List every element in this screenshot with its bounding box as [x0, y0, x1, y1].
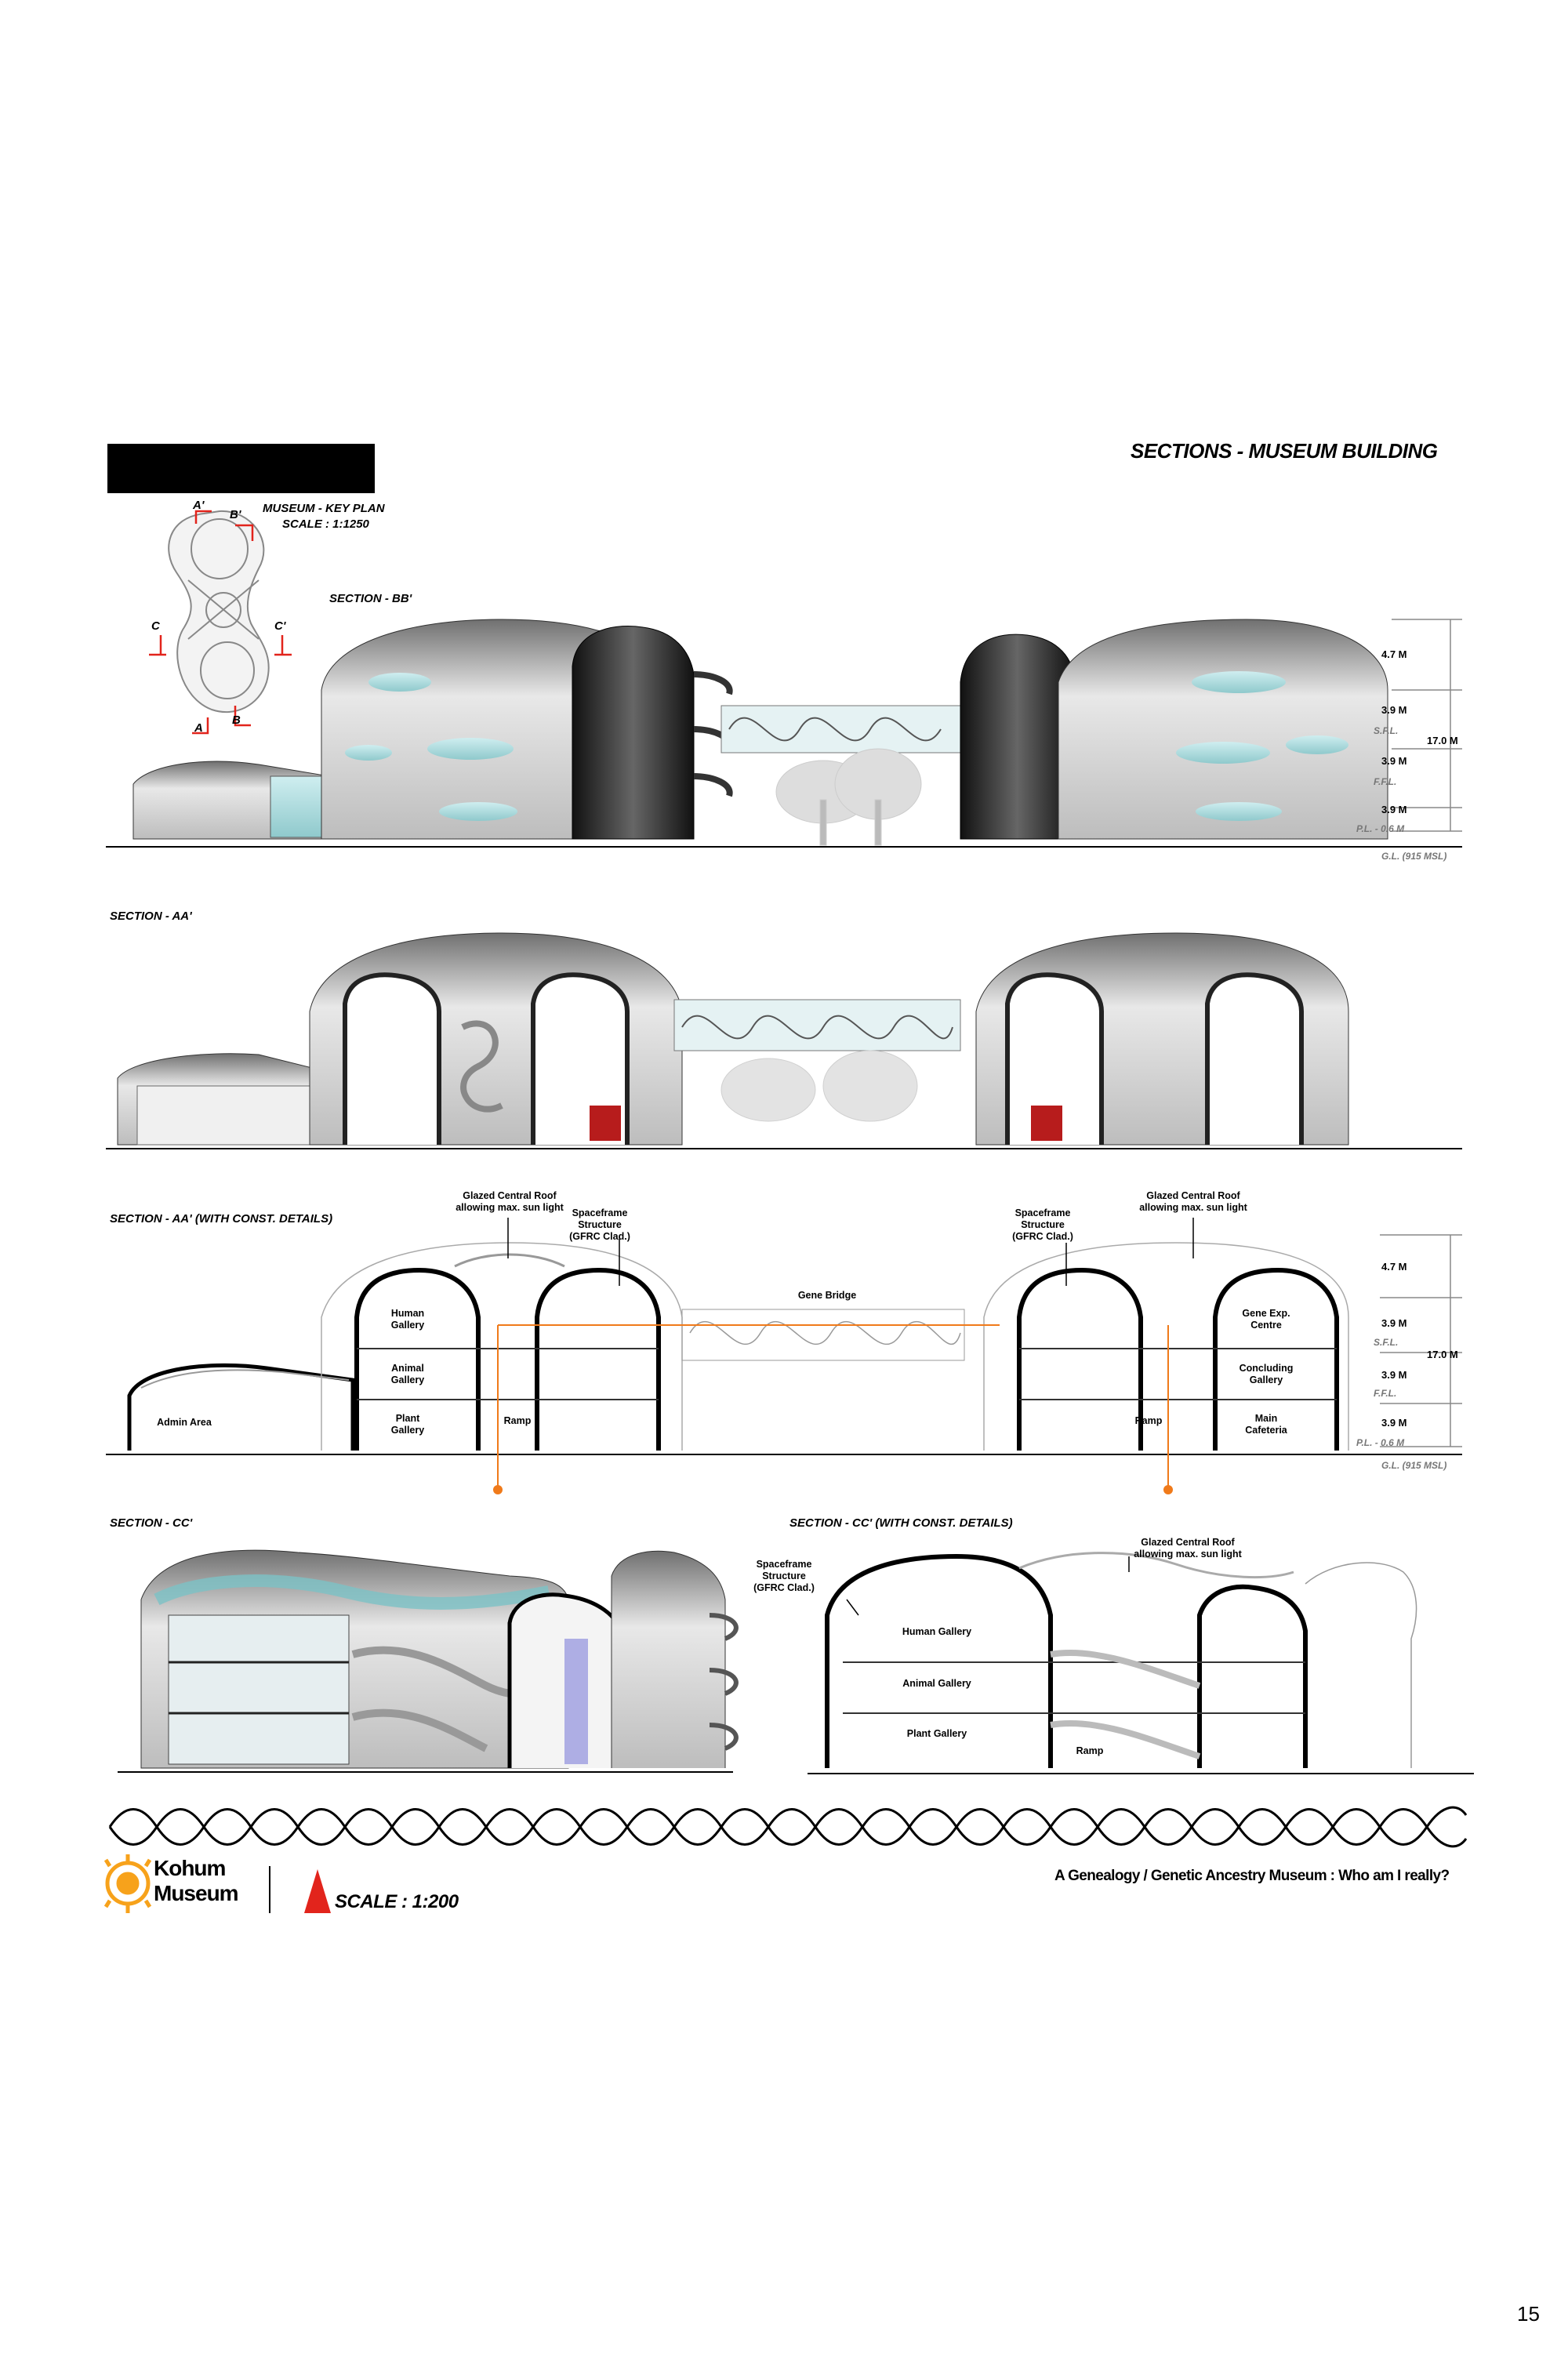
section-cc-const-label: SECTION - CC' (WITH CONST. DETAILS) — [789, 1516, 1013, 1530]
redaction-block — [107, 444, 375, 493]
room-ramp-left: Ramp — [503, 1415, 532, 1426]
room-human-gallery: Human Gallery — [390, 1308, 425, 1331]
bb-dim-2: 3.9 M — [1381, 704, 1407, 716]
aa-note-frame-right: Spaceframe Structure (GFRC Clad.) — [1012, 1207, 1073, 1242]
room-admin-area: Admin Area — [157, 1417, 212, 1428]
key-marker-c-prime: C' — [274, 619, 286, 633]
bb-ground: G.L. (915 MSL) — [1381, 851, 1447, 862]
bb-level-ffl: F.F.L. — [1374, 776, 1397, 787]
aa-dim-total: 17.0 M — [1427, 1349, 1458, 1360]
bb-dim-total: 17.0 M — [1427, 735, 1458, 746]
aa-dim-1: 4.7 M — [1381, 1261, 1407, 1273]
section-cc-label: SECTION - CC' — [110, 1516, 193, 1530]
bb-level-sfl: S.F.L. — [1374, 725, 1399, 736]
aa-note-roof-right: Glazed Central Roof allowing max. sun li… — [1139, 1190, 1247, 1213]
aa-ground: G.L. (915 MSL) — [1381, 1460, 1447, 1471]
logo-line-1: Kohum — [154, 1856, 226, 1880]
aa-level-sfl: S.F.L. — [1374, 1337, 1399, 1348]
cc-room-ramp: Ramp — [1076, 1745, 1104, 1756]
cc-room-human: Human Gallery — [902, 1626, 972, 1637]
aa-level-ffl: F.F.L. — [1374, 1388, 1397, 1399]
aa-dim-2: 3.9 M — [1381, 1317, 1407, 1329]
room-concluding-gallery: Concluding Gallery — [1239, 1363, 1294, 1385]
room-plant-gallery: Plant Gallery — [390, 1413, 425, 1436]
footer-scale: SCALE : 1:200 — [335, 1891, 459, 1912]
room-gene-exp-centre: Gene Exp. Centre — [1242, 1308, 1290, 1331]
footer-tagline: A Genealogy / Genetic Ancestry Museum : … — [1054, 1868, 1450, 1884]
aa-note-roof-left: Glazed Central Roof allowing max. sun li… — [456, 1190, 564, 1213]
page-number: 15 — [1517, 2302, 1540, 2326]
aa-note-bridge: Gene Bridge — [797, 1290, 857, 1301]
room-ramp-right: Ramp — [1134, 1415, 1163, 1426]
section-aa-const-label: SECTION - AA' (WITH CONST. DETAILS) — [110, 1212, 333, 1226]
key-marker-c: C — [151, 619, 160, 633]
cc-room-animal: Animal Gallery — [902, 1678, 971, 1689]
aa-level-pl: P.L. - 0.6 M — [1356, 1437, 1405, 1448]
aa-dim-4: 3.9 M — [1381, 1417, 1407, 1429]
key-marker-b: B — [232, 714, 241, 727]
room-main-cafeteria: Main Cafeteria — [1245, 1413, 1287, 1436]
bb-dim-3: 3.9 M — [1381, 755, 1407, 767]
section-bb-label: SECTION - BB' — [329, 592, 412, 605]
key-marker-a: A — [194, 721, 203, 735]
cc-note-frame: Spaceframe Structure (GFRC Clad.) — [753, 1559, 815, 1593]
logo-line-2: Museum — [154, 1881, 239, 1905]
aa-note-frame-left: Spaceframe Structure (GFRC Clad.) — [569, 1207, 630, 1242]
key-plan-scale: SCALE : 1:1250 — [282, 517, 369, 531]
cc-note-roof: Glazed Central Roof allowing max. sun li… — [1134, 1537, 1242, 1560]
bb-dim-4: 3.9 M — [1381, 804, 1407, 815]
page-title: SECTIONS - MUSEUM BUILDING — [1131, 439, 1438, 463]
cc-room-plant: Plant Gallery — [906, 1728, 967, 1739]
bb-level-pl: P.L. - 0.6 M — [1356, 823, 1405, 834]
key-plan-title: MUSEUM - KEY PLAN — [263, 502, 385, 515]
room-animal-gallery: Animal Gallery — [390, 1363, 425, 1385]
aa-dim-3: 3.9 M — [1381, 1369, 1407, 1381]
key-marker-a-prime: A' — [193, 499, 205, 512]
key-marker-b-prime: B' — [230, 508, 241, 521]
section-aa-label: SECTION - AA' — [110, 910, 192, 923]
bb-dim-1: 4.7 M — [1381, 648, 1407, 660]
